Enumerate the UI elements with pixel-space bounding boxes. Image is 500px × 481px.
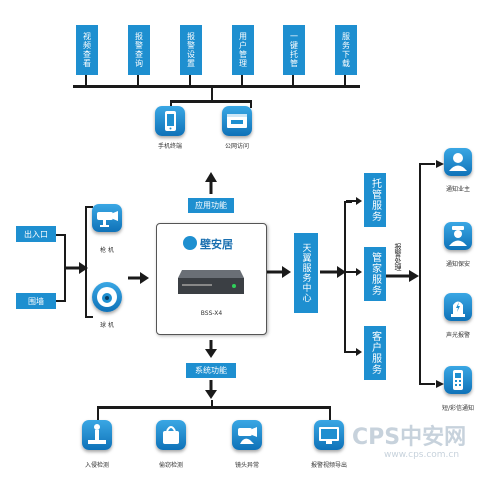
ball-camera-tile[interactable]	[92, 282, 122, 312]
alarm-light-icon	[451, 301, 465, 317]
connector-line	[241, 72, 243, 86]
arrow-head	[282, 266, 291, 278]
guard-icon	[449, 226, 467, 246]
service-butler-box[interactable]: 管家服务	[364, 247, 386, 301]
top-function-alarm-query[interactable]: 报警查询	[128, 25, 150, 75]
connector-line	[85, 316, 93, 318]
arrow-head	[356, 348, 362, 356]
connector-line	[344, 201, 346, 353]
top-function-alarm-settings[interactable]: 报警设置	[180, 25, 202, 75]
sms-notify-label: 短/彩信通知	[441, 405, 475, 412]
keypad-phone-icon	[453, 370, 463, 390]
connector-line	[344, 72, 346, 86]
connector-line	[137, 72, 139, 86]
sound-light-alarm-tile[interactable]	[444, 293, 472, 321]
service-customer-box[interactable]: 客户服务	[364, 326, 386, 380]
intrusion-detection-label: 入侵检测	[84, 462, 109, 469]
connector-line	[64, 234, 66, 302]
connector-line	[250, 100, 252, 108]
top-function-video-view[interactable]: 视频查看	[76, 25, 98, 75]
arrow-head	[436, 160, 444, 168]
gun-camera-label: 枪 机	[100, 247, 114, 254]
top-function-one-click-hosting[interactable]: 一键托管	[283, 25, 305, 75]
brand-name: 壁安居	[200, 238, 233, 251]
sms-notify-tile[interactable]	[444, 366, 472, 394]
intrusion-detection-tile[interactable]	[82, 420, 112, 450]
central-device-panel[interactable]: 壁安居 BSS-X4	[156, 223, 267, 335]
connector-line	[97, 406, 331, 409]
input-fence-box[interactable]: 围墙	[16, 293, 56, 309]
arrow-head	[205, 390, 217, 399]
connector-line	[85, 206, 87, 318]
dome-camera-icon	[97, 287, 117, 307]
connector-line	[211, 86, 213, 101]
connector-line	[189, 72, 191, 86]
top-function-user-management[interactable]: 用户管理	[232, 25, 254, 75]
alarm-video-export-label: 报警视频导出	[310, 462, 347, 469]
alarm-handling-label: 报警处理	[394, 243, 402, 271]
arrow-head	[356, 268, 362, 276]
nvr-device-icon	[178, 270, 244, 294]
arrow-head	[337, 266, 346, 278]
connector-line	[329, 406, 331, 420]
connector-line	[73, 85, 360, 88]
connector-line	[419, 163, 421, 385]
connector-line	[170, 100, 252, 103]
ball-camera-label: 球 机	[100, 322, 114, 329]
notify-security-label: 通知保安	[445, 261, 470, 268]
notify-security-tile[interactable]	[444, 222, 472, 250]
arrow-head	[436, 380, 444, 388]
watermark-url: www.cps.com.cn	[384, 450, 460, 460]
gun-camera-icon	[97, 211, 118, 227]
camera-hand-icon	[238, 427, 257, 444]
web-window-icon	[227, 114, 247, 128]
alarm-video-export-tile[interactable]	[314, 420, 344, 450]
top-function-service-download[interactable]: 服务下载	[335, 25, 357, 75]
connector-line	[170, 100, 172, 108]
connector-line	[85, 72, 87, 86]
connector-line	[292, 72, 294, 86]
web-access-tile[interactable]	[222, 106, 252, 136]
cloud-service-center-box[interactable]: 天翼服务中心	[294, 233, 318, 313]
bag-icon	[163, 426, 179, 444]
intruder-icon	[88, 424, 106, 444]
arrow-head	[205, 172, 217, 182]
arrow-head	[356, 197, 362, 205]
connector-line	[56, 300, 65, 302]
arrow-head	[205, 349, 217, 358]
notify-owner-tile[interactable]	[444, 148, 472, 176]
theft-detection-tile[interactable]	[156, 420, 186, 450]
lens-anomaly-tile[interactable]	[232, 420, 262, 450]
connector-line	[97, 406, 99, 420]
connector-line	[85, 206, 93, 208]
mobile-terminal-label: 手机终端	[157, 143, 182, 150]
brand-logo-icon	[183, 236, 197, 250]
app-function-box: 应用功能	[188, 198, 234, 213]
monitor-icon	[319, 427, 339, 444]
arrow-head	[140, 272, 149, 284]
theft-detection-label: 偷窃检测	[158, 462, 183, 469]
input-entrance-box[interactable]: 出入口	[16, 226, 56, 242]
web-access-label: 公网访问	[224, 143, 249, 150]
gun-camera-tile[interactable]	[92, 204, 122, 232]
arrow-head	[79, 262, 88, 274]
connector-line	[211, 400, 213, 408]
lens-anomaly-label: 镜头异常	[234, 462, 259, 469]
arrow-head	[409, 270, 419, 282]
device-model: BSS-X4	[200, 310, 223, 317]
mobile-terminal-tile[interactable]	[155, 106, 185, 136]
connector-line	[419, 163, 435, 165]
service-hosting-box[interactable]: 托管服务	[364, 173, 386, 227]
sound-light-alarm-label: 声光报警	[445, 332, 470, 339]
user-icon	[449, 153, 467, 171]
system-function-box: 系统功能	[186, 363, 236, 378]
notify-owner-label: 通知业主	[445, 186, 470, 193]
mobile-phone-icon	[165, 111, 176, 131]
connector-line	[419, 383, 435, 385]
connector-line	[56, 234, 65, 236]
watermark-logo: CPS中安网	[352, 425, 467, 450]
